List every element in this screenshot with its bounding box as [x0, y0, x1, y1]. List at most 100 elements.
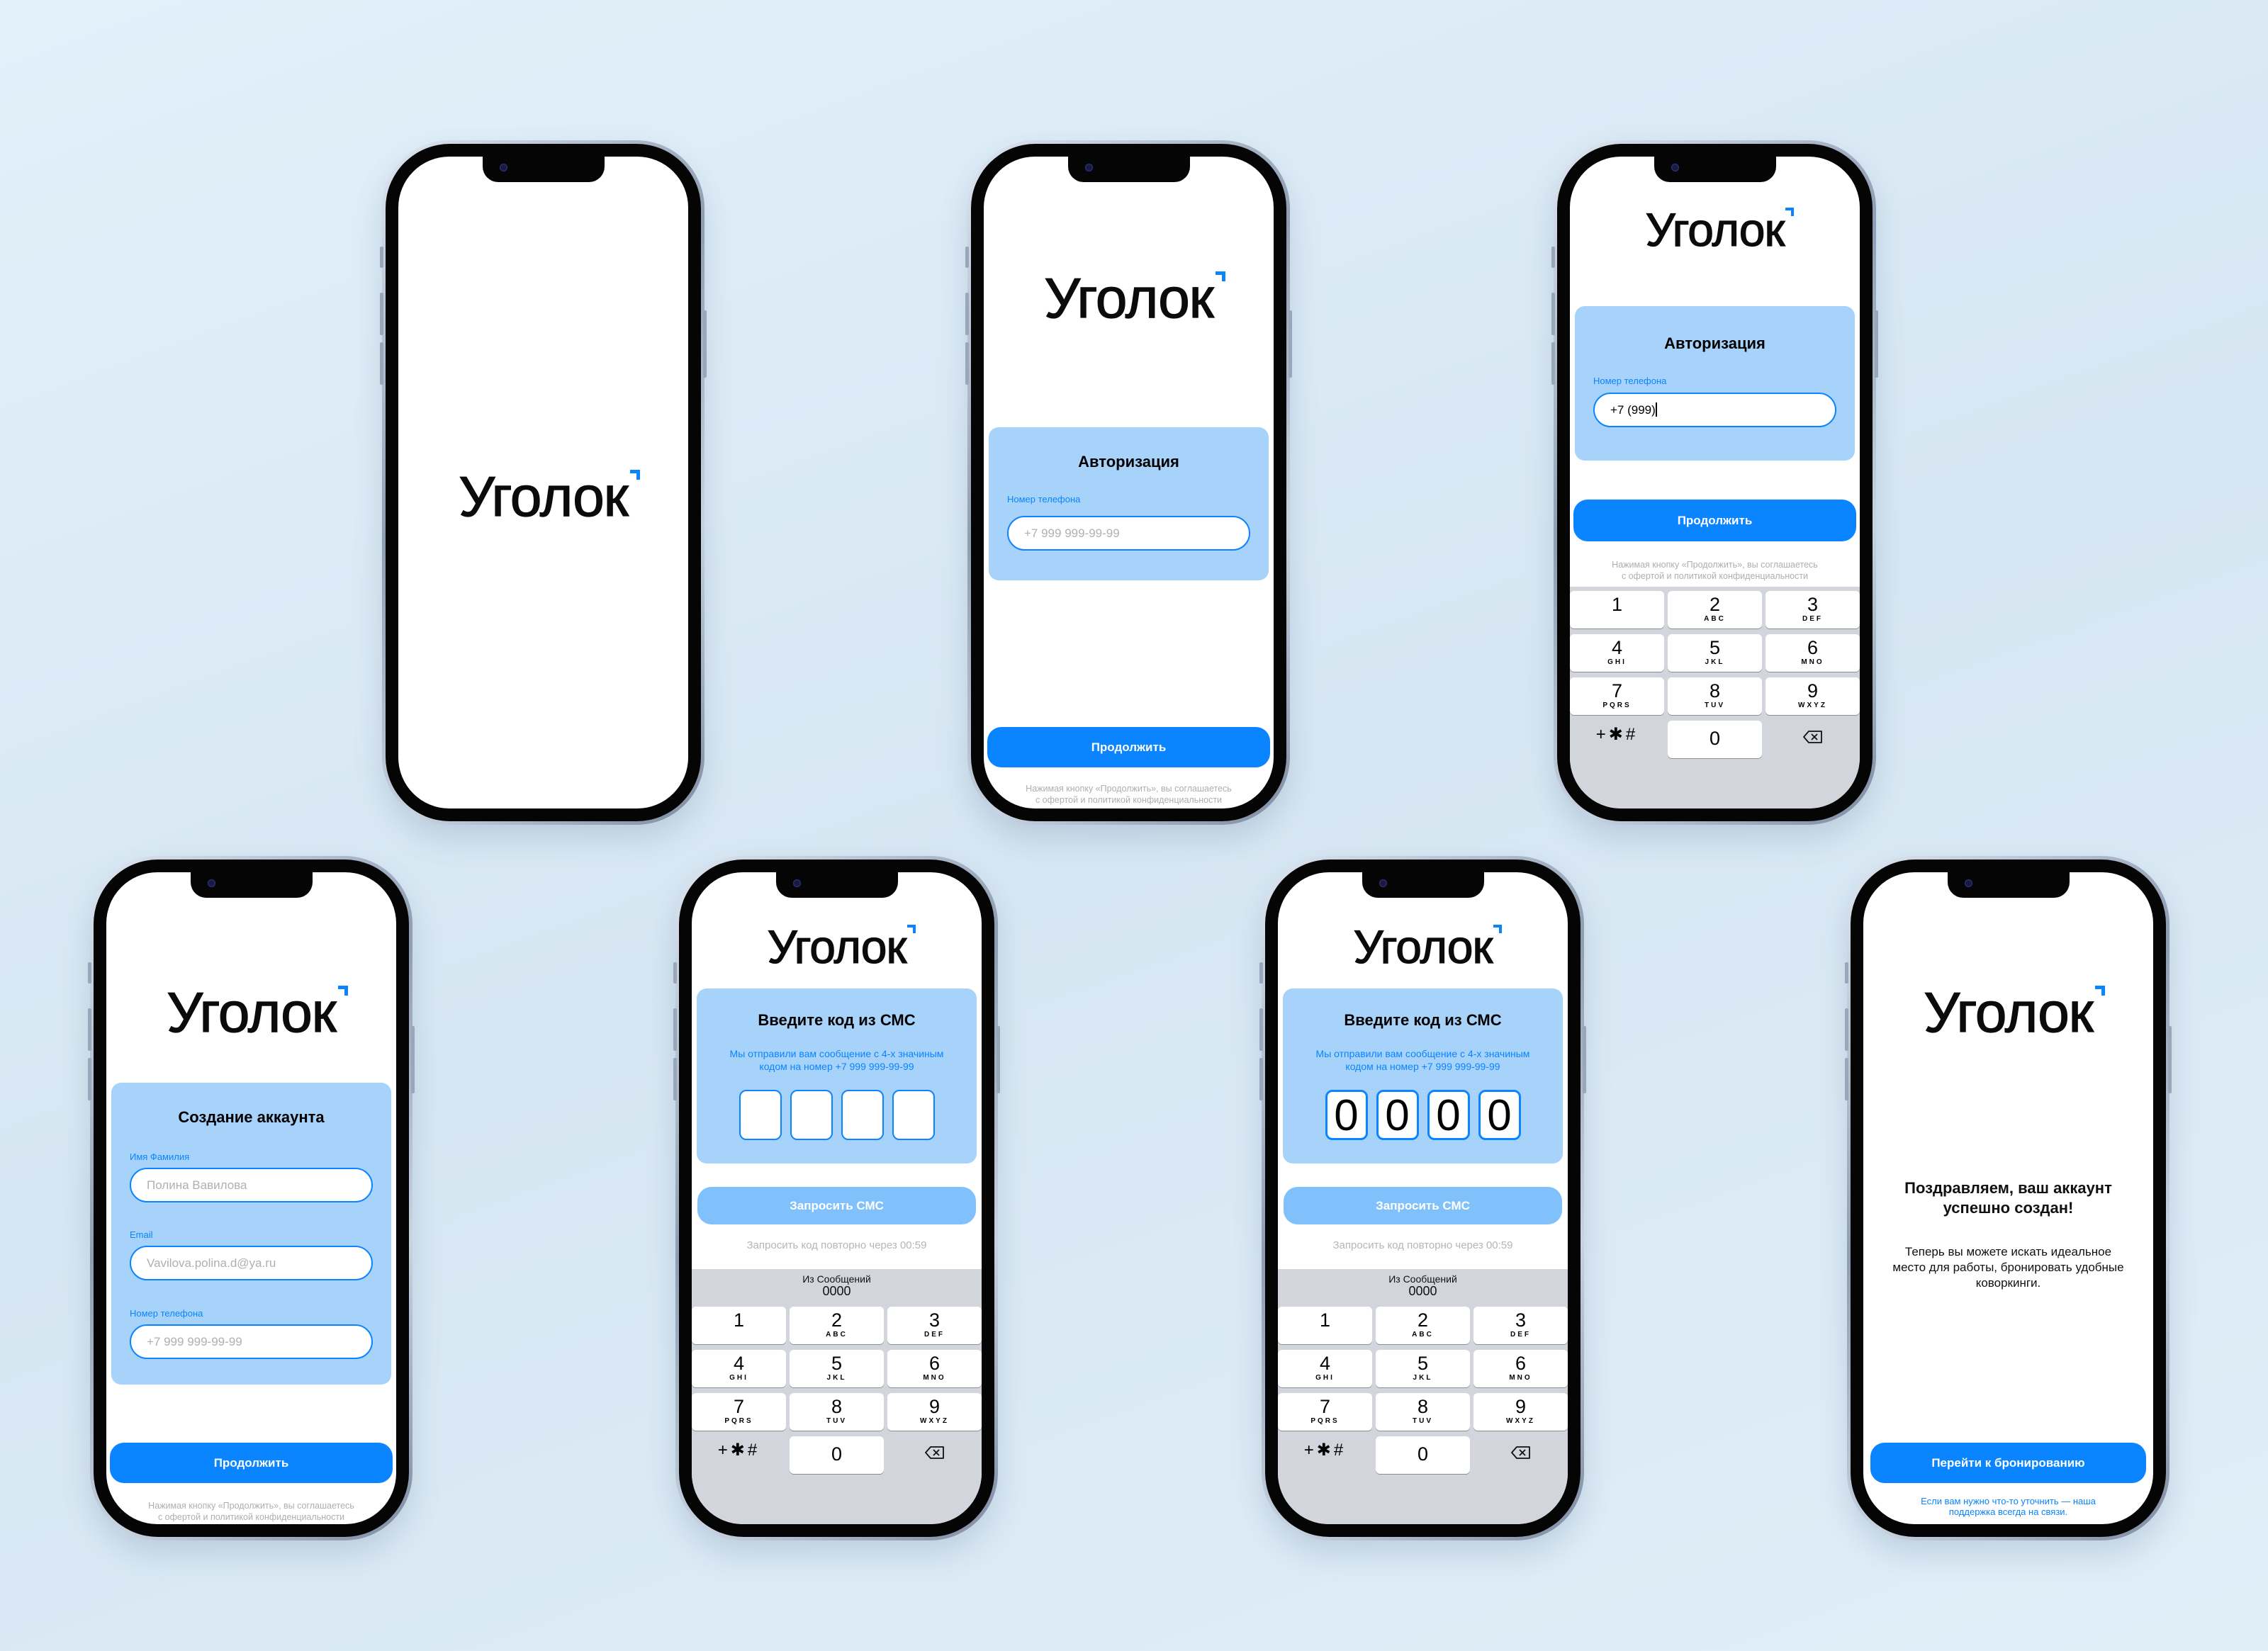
- key-letters: PQRS: [724, 1417, 753, 1425]
- phone-input[interactable]: +7 (999): [1593, 393, 1836, 427]
- key-1[interactable]: 1: [692, 1307, 786, 1344]
- continue-button[interactable]: Продолжить: [987, 727, 1270, 767]
- body-line: место для работы, бронировать удобные: [1892, 1261, 2124, 1274]
- key-backspace[interactable]: [887, 1436, 982, 1474]
- logo: Уголок: [1570, 203, 1860, 256]
- key-0[interactable]: 0: [1668, 721, 1762, 758]
- key-digit: 9: [1807, 680, 1819, 701]
- key-letters: TUV: [1413, 1417, 1433, 1425]
- phone-side-button: [965, 342, 969, 385]
- key-backspace[interactable]: [1765, 721, 1860, 758]
- card-title: Авторизация: [1664, 334, 1765, 352]
- notch: [482, 157, 605, 182]
- phone-input[interactable]: +7 999 999-99-99: [1007, 516, 1250, 551]
- support-line: Если вам нужно что-то уточнить — наша: [1921, 1496, 2096, 1506]
- key-0[interactable]: 0: [1376, 1436, 1470, 1474]
- disclaimer-line: Нажимая кнопку «Продолжить», вы соглашае…: [148, 1501, 354, 1511]
- code-digit-input[interactable]: 0: [1478, 1090, 1521, 1140]
- corner-mark-icon: [1215, 271, 1225, 281]
- code-digit-input[interactable]: 0: [1427, 1090, 1470, 1140]
- key-digit: 1: [1611, 594, 1623, 615]
- key-symbols[interactable]: +✱#: [1570, 721, 1664, 758]
- notch: [1654, 157, 1776, 182]
- key-digit: 0: [831, 1443, 843, 1465]
- email-label: Email: [130, 1229, 153, 1240]
- key-digit: 3: [1515, 1309, 1527, 1331]
- key-symbols[interactable]: +✱#: [692, 1436, 786, 1474]
- policy-link[interactable]: с офертой и политикой конфиденциальности: [1621, 571, 1809, 581]
- key-1[interactable]: 1: [1278, 1307, 1372, 1344]
- key-backspace[interactable]: [1473, 1436, 1568, 1474]
- corner-mark-icon: [629, 470, 640, 480]
- key-symbols[interactable]: +✱#: [1278, 1436, 1372, 1474]
- phone-side-button: [1259, 1058, 1263, 1100]
- phone-side-button: [380, 293, 383, 335]
- phone-label: Номер телефона: [130, 1308, 203, 1319]
- phone-side-button: [673, 1008, 677, 1051]
- policy-link[interactable]: с офертой и политикой конфиденциальности: [1035, 795, 1223, 805]
- key-letters: WXYZ: [920, 1417, 949, 1425]
- phone-side-button: [88, 1008, 91, 1051]
- request-sms-button[interactable]: Запросить СМС: [697, 1187, 976, 1224]
- code-digit-input[interactable]: [841, 1090, 884, 1140]
- policy-link[interactable]: с офертой и политикой конфиденциальности: [157, 1512, 345, 1522]
- phone-auth-typing: Уголок Авторизация Номер телефона +7 (99…: [1551, 140, 1878, 825]
- name-input[interactable]: Полина Вавилова: [130, 1168, 373, 1202]
- key-letters: MNO: [923, 1374, 946, 1382]
- code-digit-input[interactable]: 0: [1376, 1090, 1419, 1140]
- code-digit-input[interactable]: 0: [1325, 1090, 1368, 1140]
- body-line: Теперь вы можете искать идеальное: [1904, 1245, 2112, 1258]
- signup-card: Создание аккаунта Имя Фамилия Полина Вав…: [111, 1083, 391, 1385]
- key-0[interactable]: 0: [790, 1436, 884, 1474]
- logo-text: Уголок: [1645, 203, 1785, 256]
- text-caret: [1655, 402, 1657, 417]
- logo: Уголок: [1863, 984, 2153, 1041]
- card-title: Авторизация: [1078, 453, 1179, 470]
- camera-icon: [1671, 164, 1679, 171]
- key-1[interactable]: 1: [1570, 591, 1664, 629]
- code-digit-input[interactable]: [739, 1090, 782, 1140]
- continue-button[interactable]: Продолжить: [1573, 500, 1856, 541]
- code-digit-input[interactable]: [892, 1090, 935, 1140]
- phone-input[interactable]: +7 999 999-99-99: [130, 1324, 373, 1359]
- sms-subtitle: Мы отправили вам сообщение с 4-х значины…: [1283, 1047, 1563, 1073]
- card-title: Введите код из СМС: [1344, 1011, 1502, 1029]
- backspace-icon: [924, 1446, 945, 1460]
- phone-side-button: [1551, 293, 1555, 335]
- continue-button[interactable]: Продолжить: [110, 1443, 393, 1483]
- email-input[interactable]: Vavilova.polina.d@ya.ru: [130, 1246, 373, 1280]
- request-sms-button[interactable]: Запросить СМС: [1284, 1187, 1562, 1224]
- notch: [775, 872, 898, 898]
- go-to-booking-button[interactable]: Перейти к бронированию: [1870, 1443, 2146, 1483]
- code-inputs: [697, 1090, 977, 1140]
- phone-side-button: [1259, 962, 1263, 984]
- code-digit-input[interactable]: [790, 1090, 833, 1140]
